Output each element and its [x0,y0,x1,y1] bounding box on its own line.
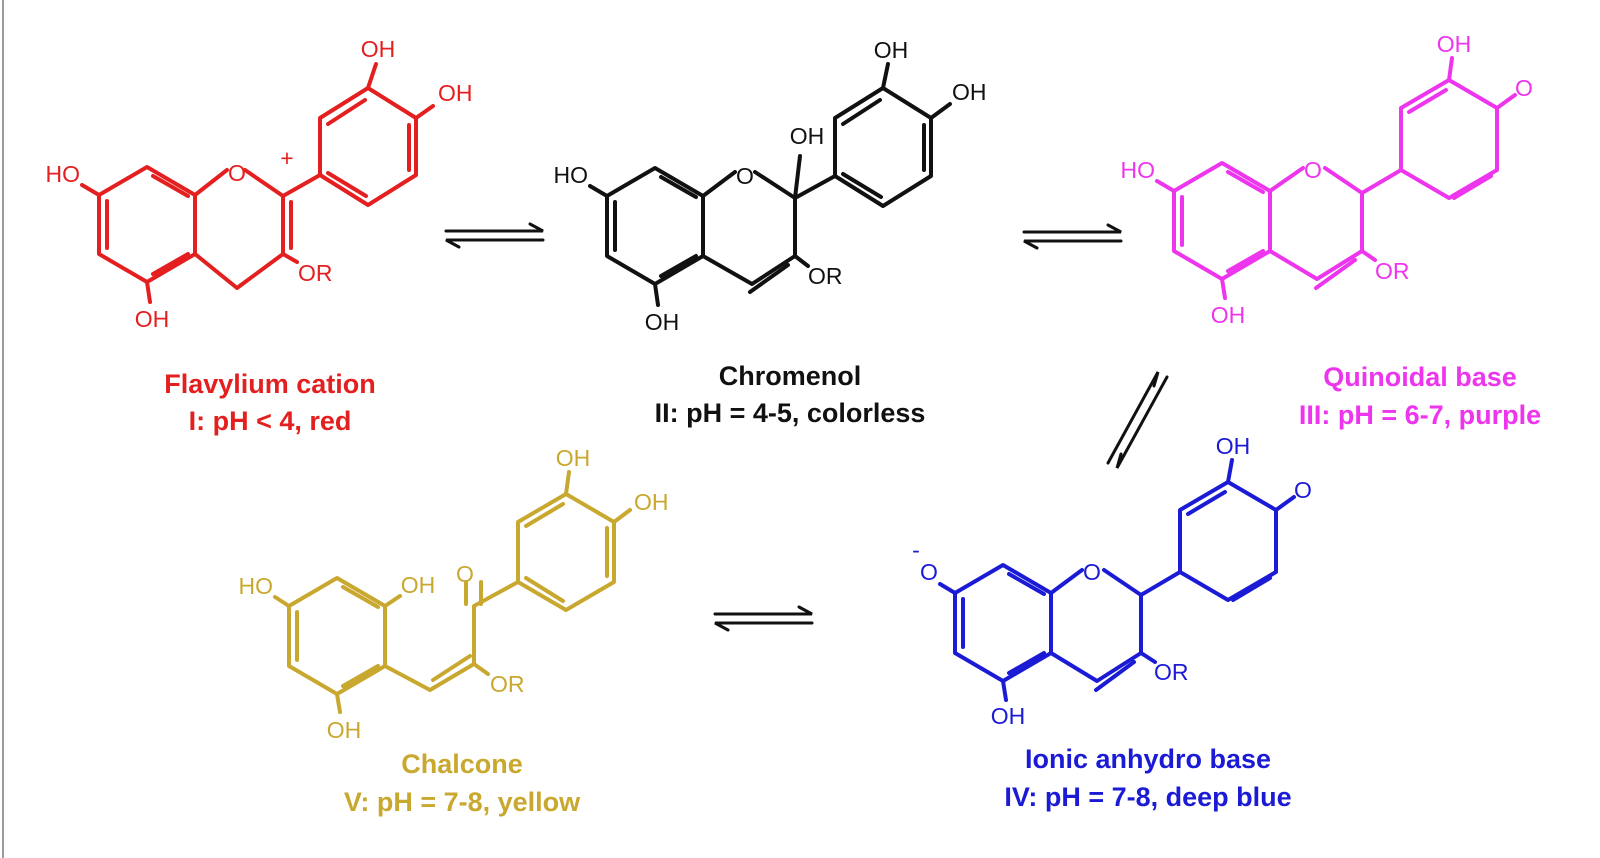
chromenol-name: Chromenol [719,361,862,391]
quinoidal-name: Quinoidal base [1323,362,1517,392]
hydroxyl-bottom: OH [1211,302,1246,328]
hydroxyl-top: OH [1437,31,1472,57]
chalcone-condition: V: pH = 7-8, yellow [344,787,581,817]
equilibrium-arrow-4 [713,605,814,632]
hydroxyl-right: OH [438,80,473,106]
hydroxyl-middle: OH [401,572,436,598]
or-group: OR [1375,258,1410,284]
hydroxyl-left: HO [46,161,81,187]
chromenol-structure: O OH OH OH HO OH OR [554,37,987,335]
flavylium-cation-structure: O + OH OH HO OH OR [46,36,473,332]
keto-oxygen: O [1515,75,1533,101]
hydroxyl-bottom: OH [645,309,680,335]
hydroxyl-right: OH [952,79,987,105]
hydroxyl-top: OH [874,37,909,63]
negative-charge: - [912,537,920,563]
keto-oxygen: O [1294,477,1312,503]
chalcone-structure: OH OH HO OH O OH OR [239,445,669,743]
or-group: OR [490,671,525,697]
quinoidal-condition: III: pH = 6-7, purple [1299,400,1541,430]
hydroxyl-left: HO [1121,157,1156,183]
quinoidal-base-structure: O OH O HO OH OR [1121,31,1533,328]
or-group: OR [298,260,333,286]
or-group: OR [808,263,843,289]
ring-oxygen: O [1304,157,1322,183]
hydroxyl-top: OH [1216,433,1251,459]
hydroxyl-left: HO [239,573,274,599]
chromenol-condition: II: pH = 4-5, colorless [655,398,926,428]
hydroxyl-top: OH [556,445,591,471]
hydroxyl-c2: OH [790,123,825,149]
hydroxyl-right: OH [634,489,669,515]
equilibrium-arrow-3 [1106,371,1169,469]
hydroxyl-bottom: OH [327,717,362,743]
ring-oxygen: O [1083,559,1101,585]
phenolate-oxygen: O [920,559,938,585]
ionic-name: Ionic anhydro base [1025,744,1271,774]
hydroxyl-left: HO [554,162,589,188]
flavylium-name: Flavylium cation [164,369,376,399]
flavylium-condition: I: pH < 4, red [189,406,352,436]
or-group: OR [1154,659,1189,685]
hydroxyl-top: OH [361,36,396,62]
ionic-condition: IV: pH = 7-8, deep blue [1004,782,1291,812]
ionic-anhydro-base-structure: O OH O O - OH OR [912,433,1312,729]
hydroxyl-bottom: OH [991,703,1026,729]
ring-oxygen: O [736,163,754,189]
chalcone-name: Chalcone [401,749,523,779]
positive-charge: + [280,145,293,171]
equilibrium-arrow-2 [1022,223,1123,250]
keto-oxygen: O [456,561,474,587]
equilibrium-arrow-1 [444,222,545,249]
ring-oxygen: O [228,160,246,186]
hydroxyl-bottom: OH [135,306,170,332]
